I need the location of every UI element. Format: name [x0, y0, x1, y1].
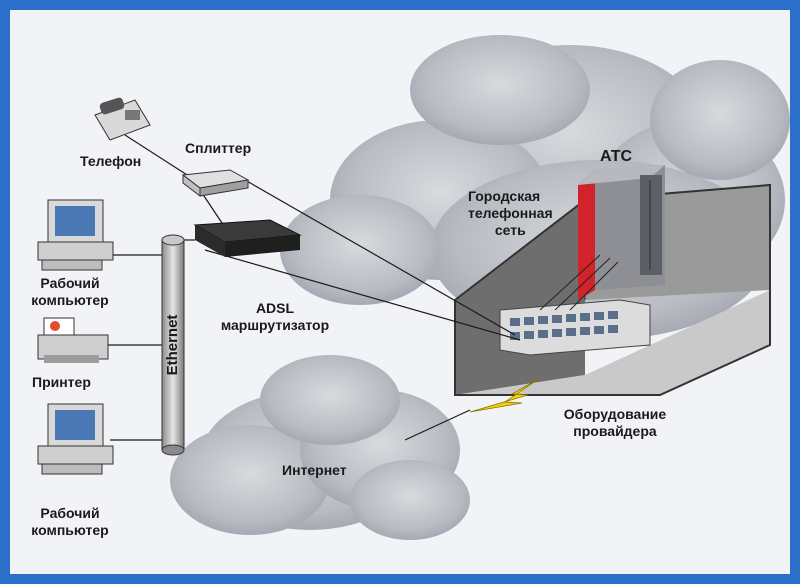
printer-icon [37, 317, 109, 363]
telephone-icon [94, 97, 151, 141]
ats-cabinet [578, 165, 665, 300]
workstation-1-icon [37, 199, 114, 271]
lightning-icon [469, 377, 541, 413]
workstation-2-line1: Рабочий [40, 505, 100, 521]
printer-label: Принтер [32, 374, 91, 390]
workstation-1-line1: Рабочий [40, 275, 100, 291]
internet-label: Интернет [282, 462, 347, 478]
telephone-label: Телефон [80, 153, 142, 169]
city-network-line3: сеть [494, 222, 526, 238]
adsl-router-label: ADSL маршрутизатор [210, 300, 340, 334]
provider-equipment [499, 254, 651, 356]
city-network-label: Городская телефонная сеть [468, 188, 553, 239]
adsl-line2: маршрутизатор [220, 317, 330, 333]
splitter-icon [181, 169, 250, 198]
workstation-1-label: Рабочий компьютер [20, 275, 120, 309]
ethernet-label: Ethernet [164, 315, 181, 376]
provider-equipment-label: Оборудование провайдера [555, 406, 675, 440]
workstation-2-icon [37, 403, 114, 475]
ats-label: АТС [600, 148, 633, 165]
provider-line1: Оборудование [563, 406, 667, 422]
city-network-line2: телефонная [468, 205, 553, 221]
adsl-router-icon [193, 219, 302, 257]
workstation-1-line2: компьютер [31, 292, 109, 308]
internet-cloud [170, 355, 470, 540]
workstation-2-line2: компьютер [31, 522, 109, 538]
city-network-line1: Городская [468, 188, 541, 204]
adsl-line1: ADSL [255, 300, 295, 316]
splitter-label: Сплиттер [185, 140, 252, 156]
workstation-2-label: Рабочий компьютер [20, 505, 120, 539]
ethernet-bus [161, 234, 185, 456]
provider-line2: провайдера [573, 423, 657, 439]
